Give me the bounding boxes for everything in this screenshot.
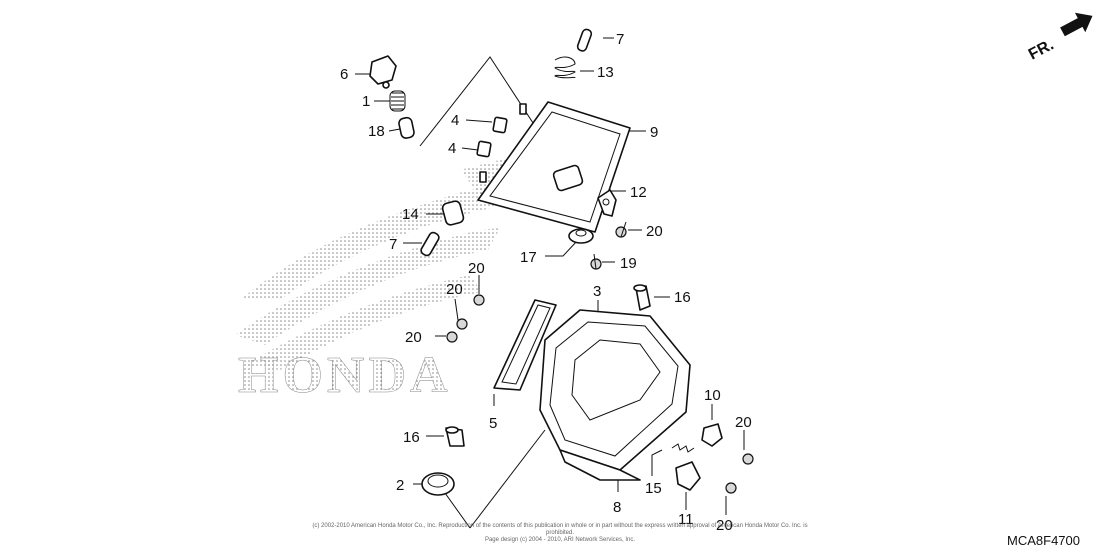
callout-15: 15 (645, 480, 662, 497)
callout-9: 9 (650, 124, 658, 141)
part-15-spring (671, 443, 695, 453)
callout-5: 5 (489, 415, 497, 432)
callout-7-upper: 7 (616, 31, 624, 48)
callout-11: 11 (678, 511, 694, 528)
part-7-pin (576, 28, 593, 52)
part-10-latch (701, 423, 723, 447)
part-7-pin-lower (420, 231, 440, 257)
front-direction-indicator: FR. (1026, 12, 1093, 64)
callout-20-left-a: 20 (446, 281, 463, 298)
part-3-compartment (539, 309, 691, 471)
copyright-notice: (c) 2002-2010 American Honda Motor Co., … (300, 523, 820, 544)
honda-watermark-text: HONDA (238, 347, 452, 404)
callout-20-bottom: 20 (716, 517, 733, 534)
part-9-lid (477, 101, 631, 233)
screw-20-bottom (725, 482, 737, 494)
screw-20-mid (473, 294, 485, 306)
screw-20-right (742, 453, 754, 465)
part-12-bracket (597, 189, 617, 217)
callout-13: 13 (597, 64, 614, 81)
part-4-clip-b (476, 140, 492, 158)
callout-16-lower: 16 (403, 429, 420, 446)
callout-16-upper: 16 (674, 289, 691, 306)
copyright-line-2: Page design (c) 2004 - 2010, ARI Network… (484, 537, 636, 543)
part-16-clip-lower (445, 426, 465, 447)
front-arrow-icon (1060, 12, 1093, 37)
callout-12: 12 (630, 184, 647, 201)
callout-19: 19 (620, 255, 637, 272)
callout-20-mid: 20 (468, 260, 485, 277)
callout-20-left-b: 20 (405, 329, 422, 346)
callout-4-lower: 4 (448, 140, 456, 157)
screw-19 (590, 253, 602, 270)
front-label: FR. (1026, 36, 1057, 63)
callout-10: 10 (704, 387, 721, 404)
callout-14: 14 (402, 206, 419, 223)
part-1-spring (389, 90, 406, 112)
callout-1: 1 (362, 93, 370, 110)
callout-17: 17 (520, 249, 537, 266)
part-17-grommet (568, 228, 594, 244)
part-8-inner-tray (559, 449, 641, 481)
callout-18: 18 (368, 123, 385, 140)
callout-6: 6 (340, 66, 348, 83)
part-16-clip-upper (633, 284, 651, 311)
callout-20-right: 20 (735, 414, 752, 431)
part-2-cap (421, 472, 455, 496)
diagram-code: MCA8F4700 (1007, 533, 1080, 548)
screw-20-left-b (446, 331, 458, 343)
callout-2: 2 (396, 477, 404, 494)
callout-labels: 7 13 6 1 18 4 4 9 12 14 20 7 17 19 20 3 … (340, 31, 752, 534)
part-6-knob (369, 55, 397, 89)
screw-20-upper (615, 221, 627, 238)
copyright-line-1: (c) 2002-2010 American Honda Motor Co., … (312, 523, 808, 536)
part-13-spring (554, 56, 576, 79)
screw-20-left-a (456, 318, 468, 330)
part-11-latch (675, 461, 701, 491)
part-18-collar (398, 116, 415, 139)
callout-8: 8 (613, 499, 621, 516)
callout-7-lower: 7 (389, 236, 397, 253)
callout-3: 3 (593, 283, 601, 300)
part-5-bracket (493, 299, 557, 391)
part-14-damper (441, 200, 465, 226)
callout-4-upper: 4 (451, 112, 459, 129)
part-4-clip-a (492, 116, 508, 134)
callout-20-upper: 20 (646, 223, 663, 240)
